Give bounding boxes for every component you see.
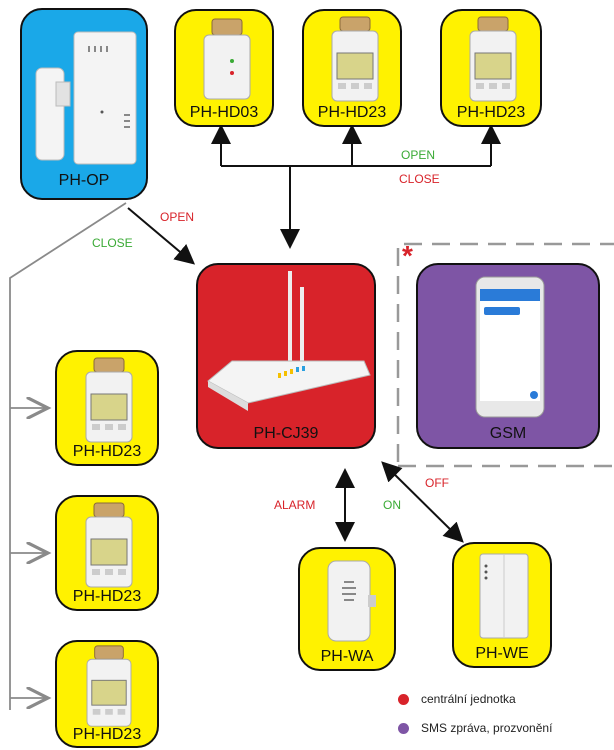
thermostat-display-icon <box>86 645 132 727</box>
gsm-marker: * <box>402 240 413 271</box>
node-label: PH-OP <box>58 172 110 189</box>
node-label: PH-HD03 <box>189 104 259 121</box>
node-ph-cj39[interactable]: PH-CJ39 <box>196 263 376 449</box>
siren-device-icon <box>327 560 376 642</box>
edge-label-on: ON <box>383 498 401 512</box>
edge-label-alarm: ALARM <box>274 498 316 512</box>
thermostat-display-icon <box>85 502 133 588</box>
legend-item-sms: SMS zpráva, prozvonění <box>398 721 552 735</box>
node-ph-hd23-left-3[interactable]: PH-HD23 <box>55 640 159 748</box>
smartphone-icon <box>475 276 545 418</box>
node-ph-hd03[interactable]: PH-HD03 <box>174 9 274 127</box>
node-label: PH-HD23 <box>72 726 142 743</box>
node-label: PH-HD23 <box>317 104 387 121</box>
edge-label-top-close: CLOSE <box>399 172 440 186</box>
thermostat-display-icon <box>85 357 133 443</box>
edge-label-op-open: OPEN <box>160 210 195 224</box>
node-label: PH-WE <box>475 645 529 662</box>
router-device-icon <box>207 271 371 411</box>
node-label: PH-WA <box>320 648 374 665</box>
node-label: PH-HD23 <box>456 104 526 121</box>
node-ph-hd23-top-mid[interactable]: PH-HD23 <box>302 9 402 127</box>
node-ph-hd23-left-1[interactable]: PH-HD23 <box>55 350 159 466</box>
edge-label-top-open: OPEN <box>401 148 436 162</box>
node-ph-op[interactable]: PH-OP <box>20 8 148 200</box>
node-label: PH-HD23 <box>72 588 142 605</box>
node-label: PH-CJ39 <box>253 425 319 442</box>
edge-label-op-close: CLOSE <box>92 236 133 250</box>
edge-label-off: OFF <box>425 476 449 490</box>
node-ph-wa[interactable]: PH-WA <box>298 547 396 671</box>
legend-red-dot <box>398 693 409 705</box>
node-ph-hd23-top-right[interactable]: PH-HD23 <box>440 9 542 127</box>
legend-text: SMS zpráva, prozvonění <box>421 721 553 735</box>
legend-text: centrální jednotka <box>421 692 516 706</box>
thermostat-display-icon <box>469 16 517 102</box>
relay-unit-icon <box>479 553 529 639</box>
legend-item-central-unit: centrální jednotka <box>398 692 516 706</box>
legend-purple-dot <box>398 722 409 734</box>
window-sensor-device-icon <box>35 31 137 165</box>
node-ph-hd23-left-2[interactable]: PH-HD23 <box>55 495 159 611</box>
node-gsm[interactable]: GSM <box>416 263 600 449</box>
node-ph-we[interactable]: PH-WE <box>452 542 552 668</box>
thermostat-display-icon <box>331 16 379 102</box>
node-label: PH-HD23 <box>72 443 142 460</box>
thermostat-head-icon <box>203 18 251 100</box>
node-label: GSM <box>489 425 527 442</box>
